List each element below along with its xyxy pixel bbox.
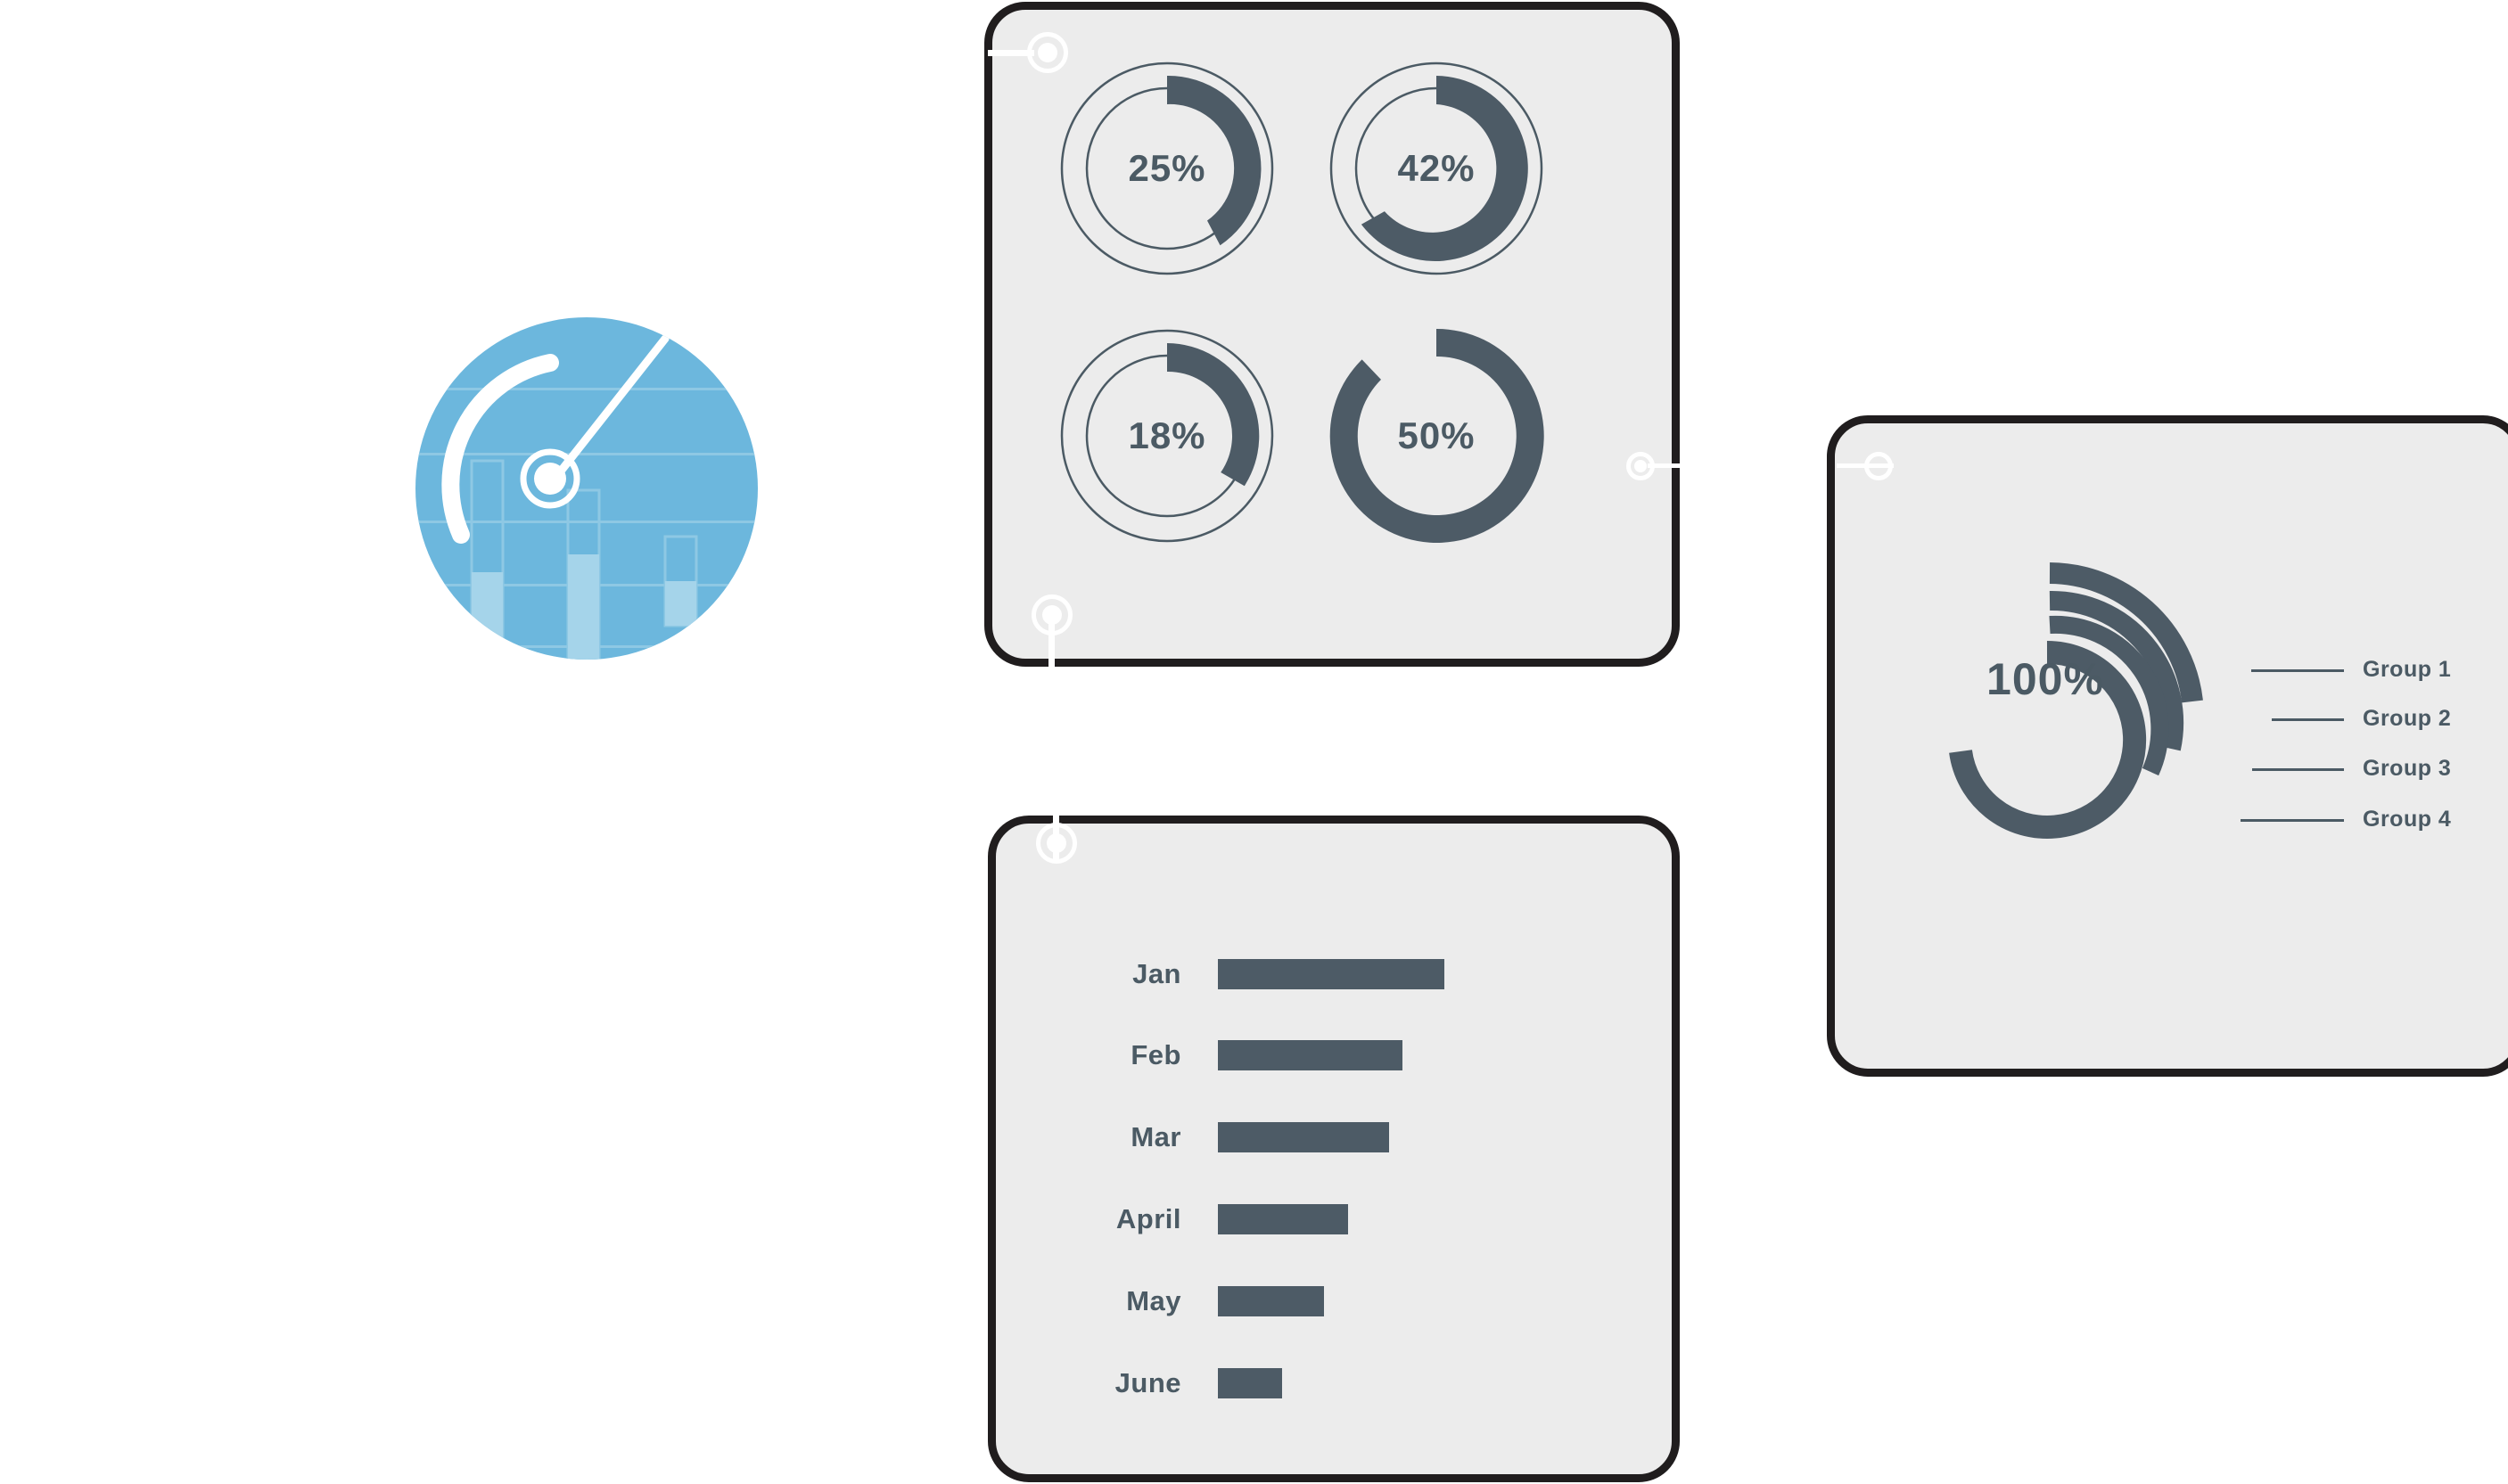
connector-line xyxy=(988,50,1034,56)
nested-rings-chart[interactable] xyxy=(1894,530,2268,905)
group-label-4[interactable]: Group 4 xyxy=(2363,807,2452,832)
analytics-gauge-icon xyxy=(412,314,761,663)
connector-ring xyxy=(1626,452,1655,480)
bar-label-mar: Mar xyxy=(1131,1121,1181,1152)
leader-line-group-3 xyxy=(2252,768,2344,771)
bar-row-june[interactable]: June xyxy=(996,1368,1672,1398)
bar-row-april[interactable]: April xyxy=(996,1204,1672,1234)
bar-chart: Jan Feb Mar April May June xyxy=(996,824,1672,1474)
connector-dot xyxy=(1038,43,1057,62)
donut-42[interactable]: 42% xyxy=(1320,53,1552,284)
monthly-bar-chart-panel: Jan Feb Mar April May June xyxy=(988,816,1680,1482)
connector-dot xyxy=(1047,833,1066,853)
bar-row-jan[interactable]: Jan xyxy=(996,959,1672,989)
bar-fill-may xyxy=(1218,1286,1324,1316)
connector-line xyxy=(1648,463,1705,468)
connector-ring xyxy=(1864,452,1893,480)
bar-fill-jan xyxy=(1218,959,1444,989)
group-breakdown-panel: 100% Group 1 Group 2 Group 3 Group 4 xyxy=(1827,415,2508,1077)
donut-18-label: 18% xyxy=(1128,414,1206,456)
connector-dot xyxy=(1042,605,1062,625)
connector-ring xyxy=(1027,32,1068,73)
donut-50[interactable]: 50% xyxy=(1320,320,1552,552)
bar-label-june: June xyxy=(1114,1367,1181,1398)
bar-row-feb[interactable]: Feb xyxy=(996,1040,1672,1070)
bar-row-mar[interactable]: Mar xyxy=(996,1122,1672,1152)
connector-ring xyxy=(1032,594,1073,635)
percentage-donuts-panel: 25% 42% 18% xyxy=(984,2,1680,667)
bar-fill-april xyxy=(1218,1204,1348,1234)
connector-line xyxy=(1048,624,1055,670)
bar-fill-june xyxy=(1218,1368,1282,1398)
donut-50-label: 50% xyxy=(1397,414,1476,456)
leader-line-group-1 xyxy=(2251,669,2344,672)
connector-dot xyxy=(1634,460,1647,472)
group-center-value: 100% xyxy=(1986,654,2104,704)
donut-42-label: 42% xyxy=(1397,147,1476,189)
group-label-2[interactable]: Group 2 xyxy=(2363,706,2452,731)
donut-grid: 25% 42% 18% xyxy=(992,10,1672,659)
leader-line-group-2 xyxy=(2272,718,2344,721)
bar-fill-feb xyxy=(1218,1040,1402,1070)
donut-18[interactable]: 18% xyxy=(1051,320,1283,552)
bar-row-may[interactable]: May xyxy=(996,1286,1672,1316)
leader-line-group-4 xyxy=(2241,819,2344,822)
bar-label-april: April xyxy=(1115,1203,1181,1234)
bar-label-jan: Jan xyxy=(1132,958,1181,989)
bar-fill-mar xyxy=(1218,1122,1389,1152)
group-label-1[interactable]: Group 1 xyxy=(2363,657,2452,682)
bar-label-feb: Feb xyxy=(1131,1039,1181,1070)
group-label-3[interactable]: Group 3 xyxy=(2363,756,2452,781)
donut-25-label: 25% xyxy=(1128,147,1206,189)
bar-label-may: May xyxy=(1126,1285,1181,1316)
donut-25[interactable]: 25% xyxy=(1051,53,1283,284)
connector-ring xyxy=(1036,823,1077,864)
